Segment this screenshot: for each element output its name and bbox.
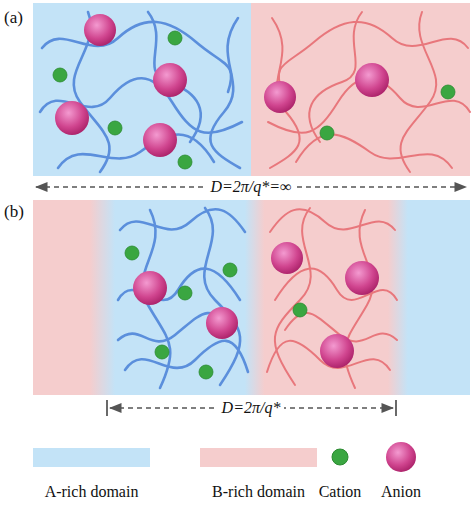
anion <box>206 307 238 339</box>
anion <box>55 101 89 135</box>
anion <box>264 81 296 113</box>
cation-symbol <box>332 449 348 465</box>
anion <box>271 242 303 274</box>
b-polymer-chain <box>267 208 397 388</box>
legend-label: B-rich domain <box>212 483 305 501</box>
legend-label: Cation <box>319 483 362 501</box>
legend-label: Anion <box>381 483 421 501</box>
b-polymer-chain <box>309 12 362 142</box>
dimension-tick <box>395 400 397 416</box>
cation <box>178 155 192 169</box>
cation <box>155 345 169 359</box>
b-rich-domain <box>251 3 470 176</box>
panel-label: (a) <box>4 8 23 28</box>
b-polymer-chain <box>275 208 311 385</box>
a-polymer-chain <box>42 22 231 92</box>
legend-swatch <box>33 448 150 467</box>
b-polymer-chain <box>400 12 436 172</box>
dimension-tick <box>106 400 108 416</box>
a-polymer-chain <box>118 208 248 388</box>
legend-label: A-rich domain <box>45 483 139 501</box>
b-polymer-chain <box>275 269 397 300</box>
a-polymer-chain <box>204 208 240 385</box>
anion <box>345 261 379 295</box>
anion <box>133 271 167 305</box>
cation <box>108 121 122 135</box>
lamellar-domains <box>33 200 470 395</box>
cation <box>53 68 67 82</box>
cation <box>178 286 192 300</box>
anion-symbol <box>386 442 416 472</box>
b-polymer-chain <box>270 209 395 232</box>
b-polymer-chain <box>268 12 470 172</box>
legend-swatch <box>200 448 317 467</box>
a-polymer-chain <box>148 12 201 142</box>
panel-label: (b) <box>4 202 24 222</box>
dimension-label: D=2π/q* <box>218 399 285 417</box>
a-polymer-chain <box>210 18 240 168</box>
cation <box>293 303 307 317</box>
a-rich-domain <box>33 3 251 176</box>
cation <box>168 31 182 45</box>
cation <box>125 246 139 260</box>
cation <box>223 263 237 277</box>
a-polymer-chain <box>40 12 242 172</box>
anion <box>153 63 187 97</box>
a-polymer-chain <box>120 209 245 232</box>
dimension-label: D=2π/q*=∞ <box>206 178 295 196</box>
cation <box>199 365 213 379</box>
anion <box>143 123 177 157</box>
anion <box>320 334 354 368</box>
cation <box>320 126 334 140</box>
cation <box>441 85 455 99</box>
anion <box>84 14 116 46</box>
anion <box>355 63 389 97</box>
